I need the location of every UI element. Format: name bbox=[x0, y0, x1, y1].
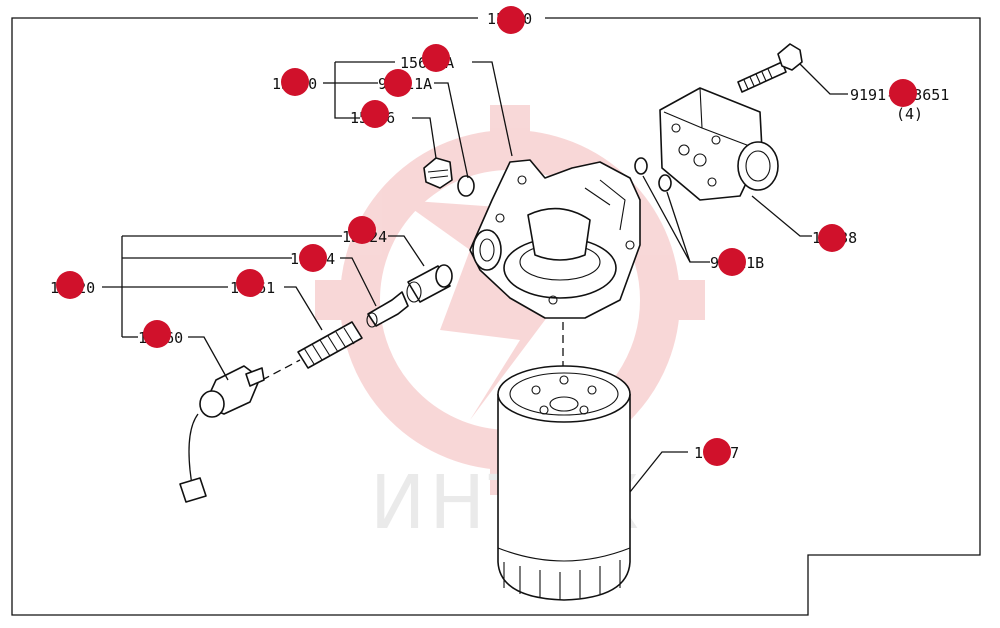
marker-dot bbox=[236, 269, 264, 297]
leader-lines bbox=[102, 61, 848, 493]
marker-dot bbox=[384, 69, 412, 97]
diagram-frame bbox=[11, 17, 981, 616]
label-bolt-qty: (4) bbox=[896, 105, 923, 123]
oring-b-parts bbox=[634, 157, 672, 192]
marker-dot bbox=[818, 224, 846, 252]
marker-dot bbox=[143, 320, 171, 348]
marker-dot bbox=[422, 44, 450, 72]
marker-dot bbox=[703, 438, 731, 466]
bolt-part bbox=[737, 43, 803, 93]
spring-part bbox=[297, 321, 363, 369]
valve-part bbox=[366, 291, 409, 328]
marker-dot bbox=[281, 68, 309, 96]
cartridge-part bbox=[497, 322, 631, 601]
marker-dot bbox=[348, 216, 376, 244]
spring-centerline bbox=[261, 359, 301, 381]
marker-dot bbox=[889, 79, 917, 107]
valve-seat-part bbox=[406, 264, 453, 303]
marker-dot bbox=[361, 100, 389, 128]
marker-dot bbox=[718, 248, 746, 276]
marker-dot bbox=[299, 244, 327, 272]
marker-dot bbox=[56, 271, 84, 299]
marker-dots bbox=[56, 6, 917, 466]
filter-head-part bbox=[469, 159, 641, 319]
switch-part bbox=[179, 365, 265, 503]
marker-dot bbox=[497, 6, 525, 34]
adapter-part bbox=[659, 87, 779, 201]
oring-a-part bbox=[457, 175, 475, 197]
